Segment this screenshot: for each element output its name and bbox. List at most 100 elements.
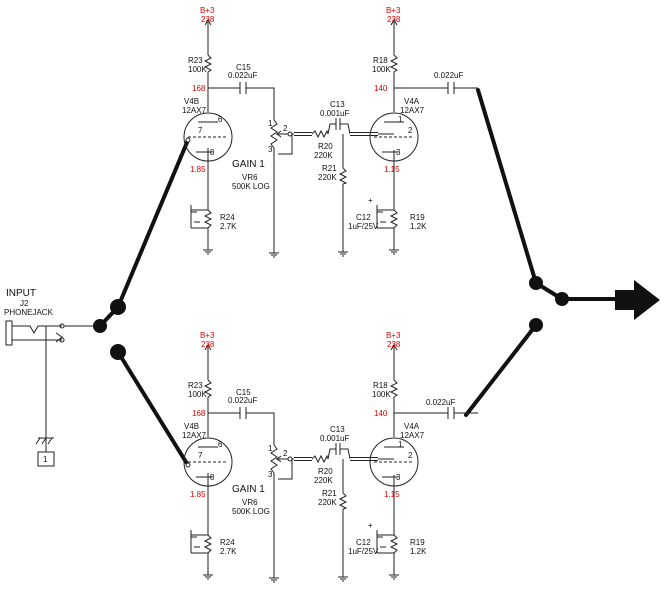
v4a-pin-plate: 1 <box>398 440 403 449</box>
v4b-pin-grid: 7 <box>198 451 203 460</box>
input-switch[interactable] <box>93 138 190 464</box>
c15-ref: C15 <box>236 63 251 72</box>
vr6-ref: VR6 <box>242 498 258 507</box>
channel-1: B+3 238 R23 100K C15 0.022uF 168 V4B 12A… <box>182 6 480 259</box>
c13-val: 0.001uF <box>320 434 349 443</box>
v4b-pin-cathode: 8 <box>210 148 215 157</box>
v4a-pin-cathode: 3 <box>396 148 401 157</box>
gain-title: GAIN 1 <box>232 159 265 170</box>
r23-val: 100K <box>188 390 207 399</box>
v4a-supply: B+3 <box>386 6 401 15</box>
r18-val: 100K <box>372 390 391 399</box>
v4b-pin-cathode: 8 <box>210 473 215 482</box>
r19-val: 1.2K <box>410 547 427 556</box>
r18-val: 100K <box>372 65 391 74</box>
c12-plus: + <box>368 521 373 530</box>
c15-ref: C15 <box>236 388 251 397</box>
r19-ref: R19 <box>410 538 425 547</box>
r19-val: 1.2K <box>410 222 427 231</box>
v4a-supply-volts: 238 <box>387 15 401 24</box>
r24-val: 2.7K <box>220 222 237 231</box>
v4a-plate-volts: 140 <box>374 409 388 418</box>
v4a-supply: B+3 <box>386 331 401 340</box>
v4a-pin-grid: 2 <box>408 451 413 460</box>
pot-pin3: 3 <box>268 145 273 154</box>
r18-ref: R18 <box>373 381 388 390</box>
v4b-pin-plate: 6 <box>218 440 223 449</box>
r24-val: 2.7K <box>220 547 237 556</box>
v4b-supply: B+3 <box>200 331 215 340</box>
c13-ref: C13 <box>330 100 345 109</box>
r23-ref: R23 <box>188 381 203 390</box>
r21-ref: R21 <box>322 164 337 173</box>
r20-ref: R20 <box>318 142 333 151</box>
v4a-type: 12AX7 <box>400 106 425 115</box>
out-contact-bottom <box>529 318 543 332</box>
switch-contact-top <box>110 299 126 315</box>
v4b-supply: B+3 <box>200 6 215 15</box>
vr6-val: 500K LOG <box>232 182 270 191</box>
v4a-ref: V4A <box>404 422 420 431</box>
ground-icon: 1 <box>35 437 55 467</box>
out-cap-val: 0.022uF <box>434 71 463 80</box>
r24-ref: R24 <box>220 213 235 222</box>
phone-jack-icon <box>5 320 98 360</box>
c15-val: 0.022uF <box>228 71 257 80</box>
v4b-ref: V4B <box>184 422 199 431</box>
r24-ref: R24 <box>220 538 235 547</box>
v4b-ref: V4B <box>184 97 199 106</box>
v4b-plate-volts: 168 <box>192 409 206 418</box>
output-switch[interactable] <box>464 88 660 417</box>
v4b-pin-grid: 7 <box>198 126 203 135</box>
ground-box-label: 1 <box>43 455 48 464</box>
vr6-ref: VR6 <box>242 173 258 182</box>
r21-val: 220K <box>318 173 337 182</box>
out-contact-top <box>529 276 543 290</box>
v4a-type: 12AX7 <box>400 431 425 440</box>
vr6-val: 500K LOG <box>232 507 270 516</box>
c13-val: 0.001uF <box>320 109 349 118</box>
v4b-cathode-volts: 1.85 <box>190 165 206 174</box>
pot-pin1: 1 <box>268 444 273 453</box>
pot-pin2: 2 <box>283 449 288 458</box>
r23-ref: R23 <box>188 56 203 65</box>
v4a-cathode-volts: 1.15 <box>384 490 400 499</box>
v4a-pin-grid: 2 <box>408 126 413 135</box>
input-ref: J2 <box>20 299 29 308</box>
c12-ref: C12 <box>356 213 371 222</box>
pot-pin3: 3 <box>268 470 273 479</box>
out-cap-val: 0.022uF <box>426 398 455 407</box>
input-name: PHONEJACK <box>4 308 54 317</box>
r20-val: 220K <box>314 151 333 160</box>
c12-plus: + <box>368 196 373 205</box>
c12-ref: C12 <box>356 538 371 547</box>
c12-val: 1uF/25V <box>348 222 379 231</box>
v4a-cathode-volts: 1.15 <box>384 165 400 174</box>
v4a-supply-volts: 238 <box>387 340 401 349</box>
r20-val: 220K <box>314 476 333 485</box>
v4b-type: 12AX7 <box>182 106 207 115</box>
v4a-pin-plate: 1 <box>398 115 403 124</box>
switch-node <box>93 319 107 333</box>
v4a-pin-cathode: 3 <box>396 473 401 482</box>
arrow-right-icon <box>615 280 660 320</box>
pot-pin2: 2 <box>283 124 288 133</box>
channel-2: B+3 238 R23 100K C15 0.022uF 168 V4B 12A… <box>182 331 480 584</box>
r21-val: 220K <box>318 498 337 507</box>
v4a-plate-volts: 140 <box>374 84 388 93</box>
v4b-cathode-volts: 1.85 <box>190 490 206 499</box>
input-jack[interactable]: INPUT J2 PHONEJACK 1 <box>4 288 98 467</box>
r18-ref: R18 <box>373 56 388 65</box>
v4b-supply-volts: 238 <box>201 340 215 349</box>
gain-title: GAIN 1 <box>232 484 265 495</box>
c12-val: 1uF/25V <box>348 547 379 556</box>
c15-val: 0.022uF <box>228 396 257 405</box>
v4b-plate-volts: 168 <box>192 84 206 93</box>
v4b-type: 12AX7 <box>182 431 207 440</box>
pot-pin1: 1 <box>268 119 273 128</box>
r21-ref: R21 <box>322 489 337 498</box>
c13-ref: C13 <box>330 425 345 434</box>
r23-val: 100K <box>188 65 207 74</box>
input-title: INPUT <box>6 288 36 299</box>
r19-ref: R19 <box>410 213 425 222</box>
